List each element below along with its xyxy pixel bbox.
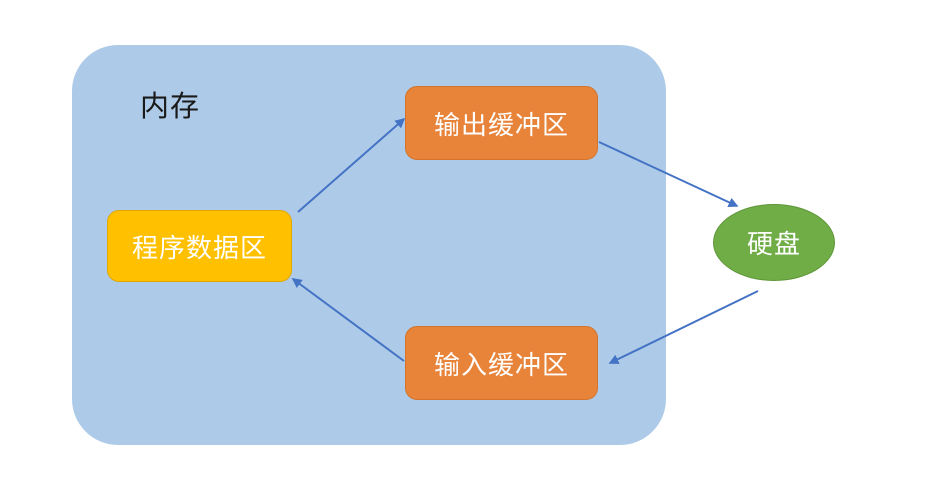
memory-region-label: 内存 [140, 89, 201, 123]
node-hard-disk[interactable]: 硬盘 [713, 204, 835, 281]
node-output-buffer[interactable]: 输出缓冲区 [405, 86, 598, 160]
node-program-data-area-label: 程序数据区 [131, 233, 267, 264]
node-output-buffer-label: 输出缓冲区 [433, 110, 569, 141]
node-input-buffer[interactable]: 输入缓冲区 [405, 326, 598, 400]
node-hard-disk-label: 硬盘 [746, 230, 801, 260]
node-program-data-area[interactable]: 程序数据区 [107, 210, 292, 282]
node-input-buffer-label: 输入缓冲区 [433, 350, 569, 381]
